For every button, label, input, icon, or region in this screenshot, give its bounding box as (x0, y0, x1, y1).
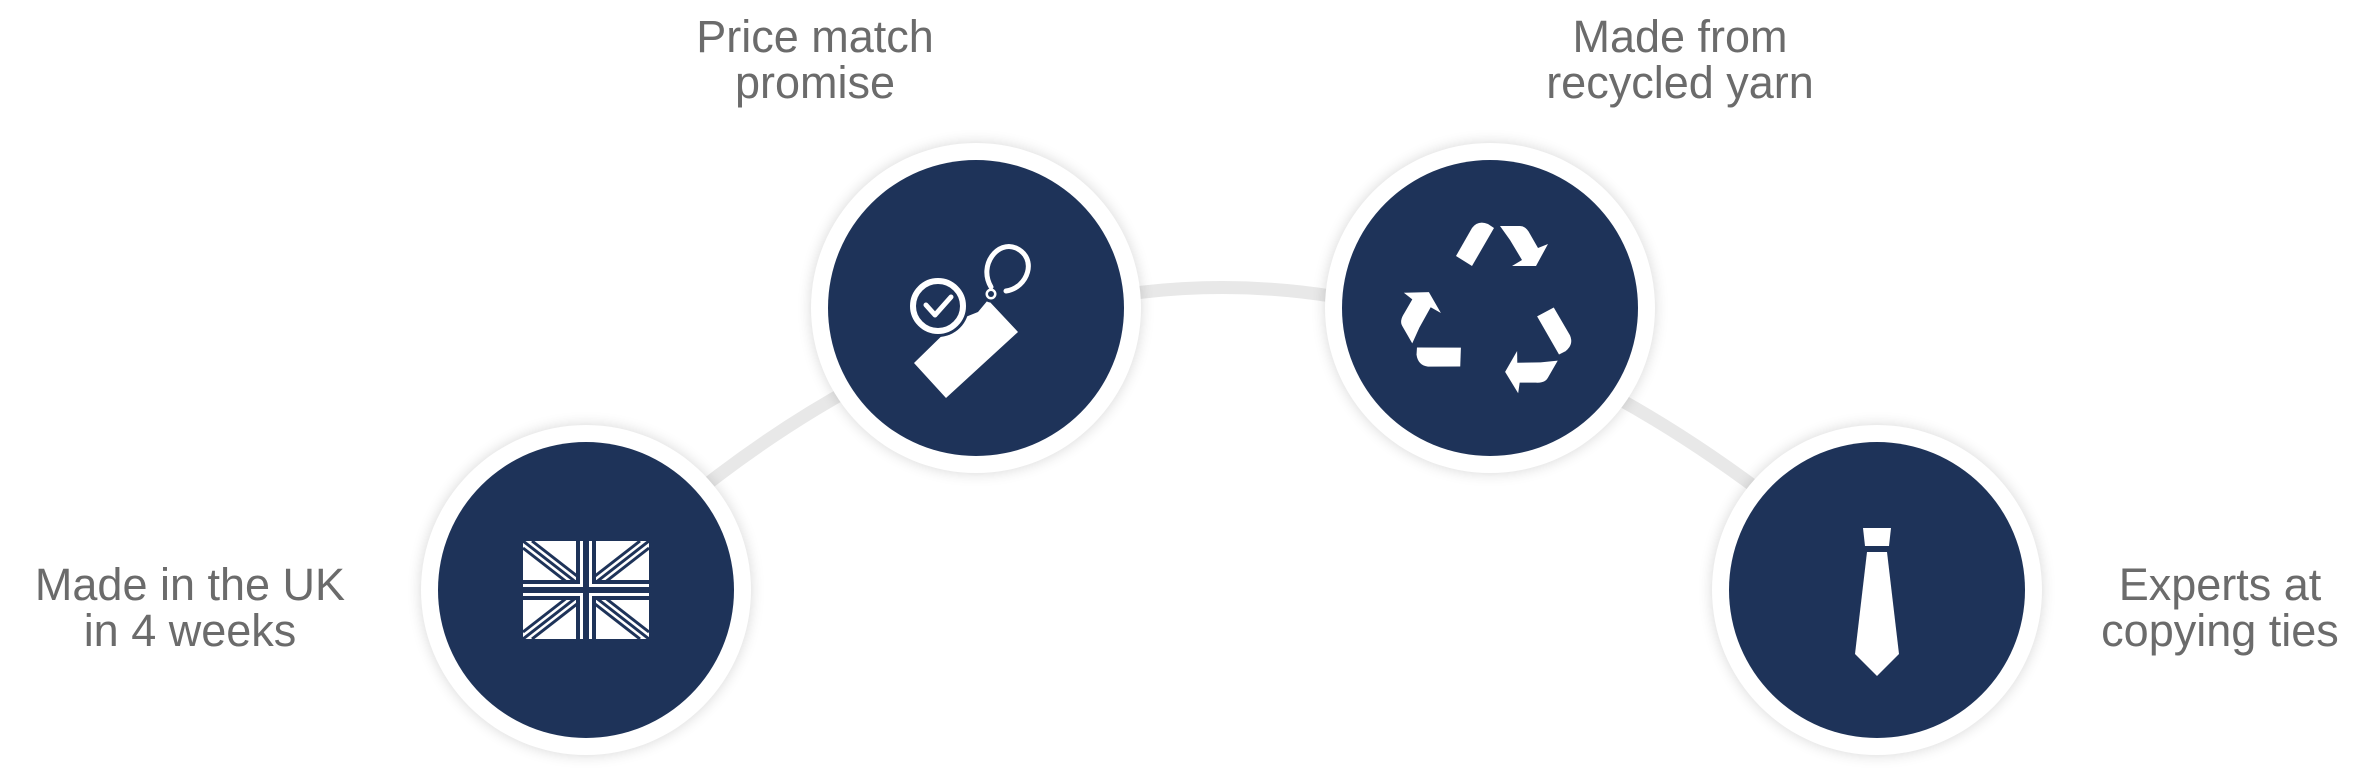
caption-line-2: in 4 weeks (83, 605, 297, 656)
caption-line-2: copying ties (2101, 605, 2339, 656)
recycle-icon (1401, 222, 1572, 394)
badge-disc (1342, 160, 1638, 456)
badge-made-in-uk (421, 425, 751, 755)
badge-disc (438, 442, 734, 738)
caption-line-2: recycled yarn (1546, 57, 1814, 108)
badge-copying-ties (1712, 425, 2042, 755)
badge-recycled-yarn (1325, 143, 1655, 473)
caption-made-in-uk: Made in the UK in 4 weeks (10, 562, 370, 654)
caption-line-1: Experts at (2118, 559, 2322, 610)
badge-disc (1729, 442, 2025, 738)
union-jack-flag-icon (523, 541, 649, 639)
caption-recycled-yarn: Made from recycled yarn (1480, 14, 1880, 106)
caption-line-1: Made in the UK (34, 559, 346, 610)
caption-copying-ties: Experts at copying ties (2070, 562, 2370, 654)
price-tag-check-icon (907, 244, 1031, 398)
caption-line-2: promise (734, 57, 896, 108)
caption-line-1: Price match (696, 11, 934, 62)
necktie-icon (1855, 528, 1899, 676)
caption-price-match: Price match promise (650, 14, 980, 106)
badge-price-match (811, 143, 1141, 473)
badge-disc (828, 160, 1124, 456)
caption-line-1: Made from (1572, 11, 1788, 62)
